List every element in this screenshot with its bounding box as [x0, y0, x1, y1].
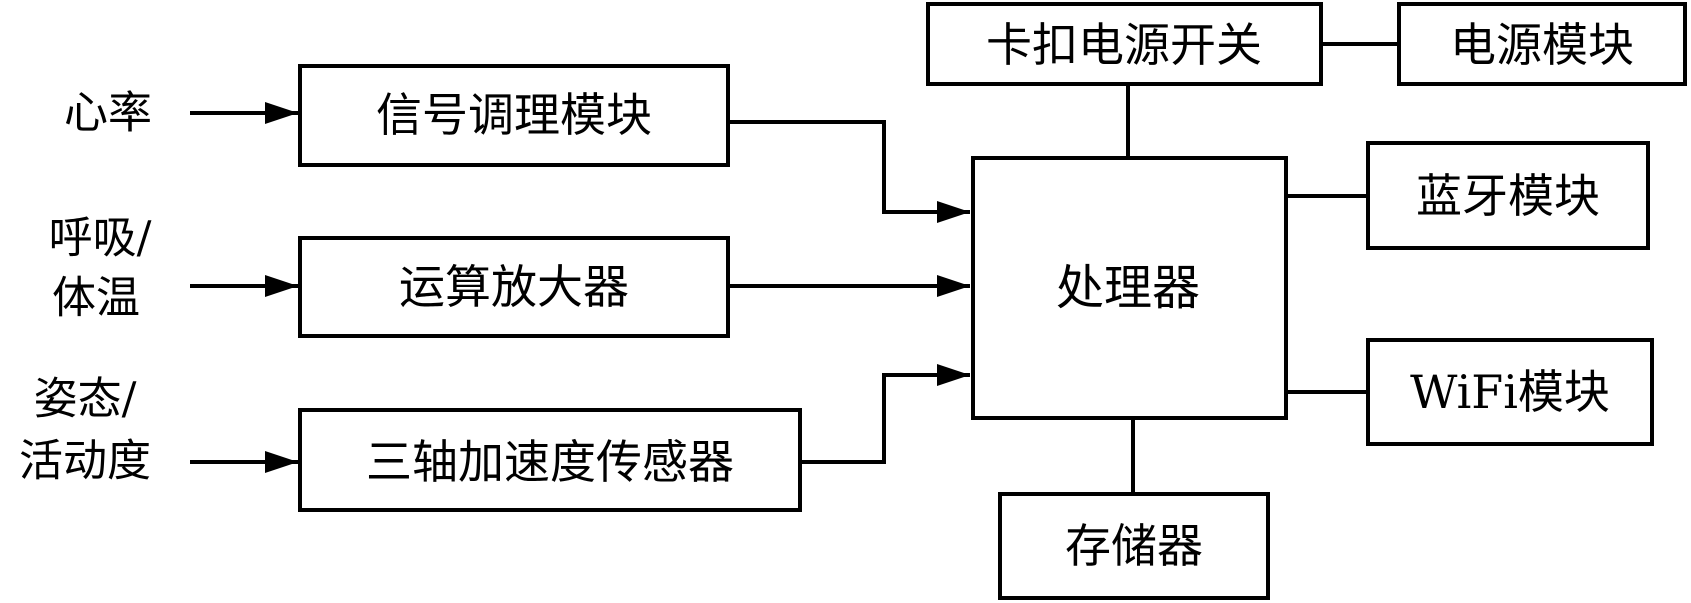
op-amp-module: 运算放大器	[298, 236, 730, 338]
power-module-label: 电源模块	[1450, 18, 1634, 72]
breath-temp-label-line2: 体温	[52, 273, 140, 324]
wifi-module: WiFi模块	[1366, 338, 1654, 446]
wifi-module-label: WiFi模块	[1410, 365, 1610, 419]
op-amp-label: 运算放大器	[399, 260, 629, 314]
accelerometer-module: 三轴加速度传感器	[298, 408, 802, 512]
power-module: 电源模块	[1397, 2, 1687, 86]
memory-label: 存储器	[1065, 519, 1203, 573]
signal-conditioning-label: 信号调理模块	[376, 88, 652, 142]
memory-module: 存储器	[998, 492, 1270, 600]
bluetooth-module-label: 蓝牙模块	[1416, 169, 1600, 223]
signal-conditioning-module: 信号调理模块	[298, 64, 730, 167]
breath-temp-label-line1: 呼吸/	[49, 213, 152, 264]
posture-label-line1: 姿态/	[34, 374, 137, 425]
snap-switch-module: 卡扣电源开关	[926, 2, 1323, 86]
processor-block: 处理器	[971, 156, 1288, 420]
snap-switch-label: 卡扣电源开关	[986, 18, 1262, 72]
heart-rate-label: 心率	[64, 88, 152, 139]
bluetooth-module: 蓝牙模块	[1366, 141, 1650, 250]
signal-to-processor-arrow	[728, 120, 970, 223]
posture-label-line2: 活动度	[19, 436, 151, 487]
accelerometer-to-processor-arrow	[800, 364, 970, 464]
accelerometer-label: 三轴加速度传感器	[366, 435, 734, 489]
processor-label: 处理器	[1056, 260, 1200, 316]
